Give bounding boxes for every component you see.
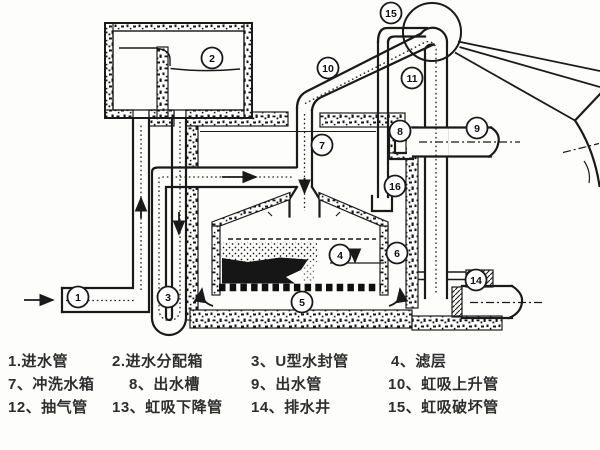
callout-16: 16 — [383, 174, 407, 198]
siphon-rising-pipe — [295, 32, 435, 112]
callout-2: 2 — [200, 46, 224, 70]
legend-item: 4、滤层 — [391, 353, 447, 370]
filter-media — [219, 238, 384, 292]
callout-11: 11 — [400, 66, 424, 90]
siphon-filter-diagram: 1 2 3 4 5 6 7 8 9 10 — [24, 1, 600, 337]
callout-4: 4 — [328, 243, 352, 267]
u-seal-pipe — [150, 117, 298, 337]
callout-7: 7 — [310, 133, 334, 157]
legend-item: 12、抽气管 — [8, 399, 88, 416]
legend-item: 14、排水井 — [251, 399, 331, 416]
legend-item: 8、出水槽 — [129, 376, 200, 393]
weir-overflow-line — [156, 47, 171, 66]
legend-item: 15、虹吸破坏管 — [388, 399, 499, 416]
svg-text:6: 6 — [394, 248, 400, 260]
svg-text:9: 9 — [474, 123, 480, 135]
water-level-line — [170, 67, 241, 72]
siphon-descending-pipe — [419, 26, 449, 300]
legend-item: 3、U型水封管 — [251, 353, 349, 370]
svg-text:16: 16 — [389, 181, 401, 193]
svg-text:1: 1 — [75, 292, 81, 304]
svg-text:3: 3 — [165, 292, 171, 304]
callout-6: 6 — [385, 241, 409, 265]
siphon-breaking-pipe — [370, 26, 429, 213]
svg-text:14: 14 — [470, 275, 482, 287]
legend-item: 7、冲洗水箱 — [8, 376, 95, 393]
callout-3: 3 — [156, 285, 180, 309]
inlet-distribution-box — [104, 22, 253, 119]
svg-text:4: 4 — [337, 250, 343, 262]
siphon-breaker-hook — [370, 194, 394, 213]
legend-item: 9、出水管 — [251, 376, 322, 393]
callout-10: 10 — [316, 56, 340, 80]
legend-item: 2.进水分配箱 — [112, 353, 204, 370]
outlet-pipe — [407, 125, 520, 158]
svg-text:11: 11 — [406, 73, 417, 85]
callout-15: 15 — [379, 1, 403, 25]
callout-8: 8 — [388, 119, 412, 143]
flow-lines — [66, 41, 437, 322]
legend-item: 10、虹吸上升管 — [388, 376, 499, 393]
callout-14: 14 — [464, 268, 488, 292]
svg-text:15: 15 — [385, 8, 397, 20]
svg-text:5: 5 — [299, 297, 305, 309]
callout-1: 1 — [66, 285, 90, 309]
svg-text:7: 7 — [319, 140, 325, 152]
svg-text:2: 2 — [209, 53, 215, 65]
filter-tank — [211, 191, 389, 296]
svg-text:8: 8 — [397, 126, 403, 138]
magnifier-detail — [402, 2, 600, 188]
callouts: 1 2 3 4 5 6 7 8 9 10 — [66, 1, 489, 314]
legend-item: 1.进水管 — [8, 353, 69, 370]
callout-5: 5 — [290, 290, 314, 314]
inlet-pipe — [60, 117, 151, 314]
legend-item: 13、虹吸下降管 — [112, 399, 223, 416]
svg-text:10: 10 — [322, 63, 334, 75]
flow-arrows — [24, 170, 409, 307]
callout-9: 9 — [465, 116, 489, 140]
